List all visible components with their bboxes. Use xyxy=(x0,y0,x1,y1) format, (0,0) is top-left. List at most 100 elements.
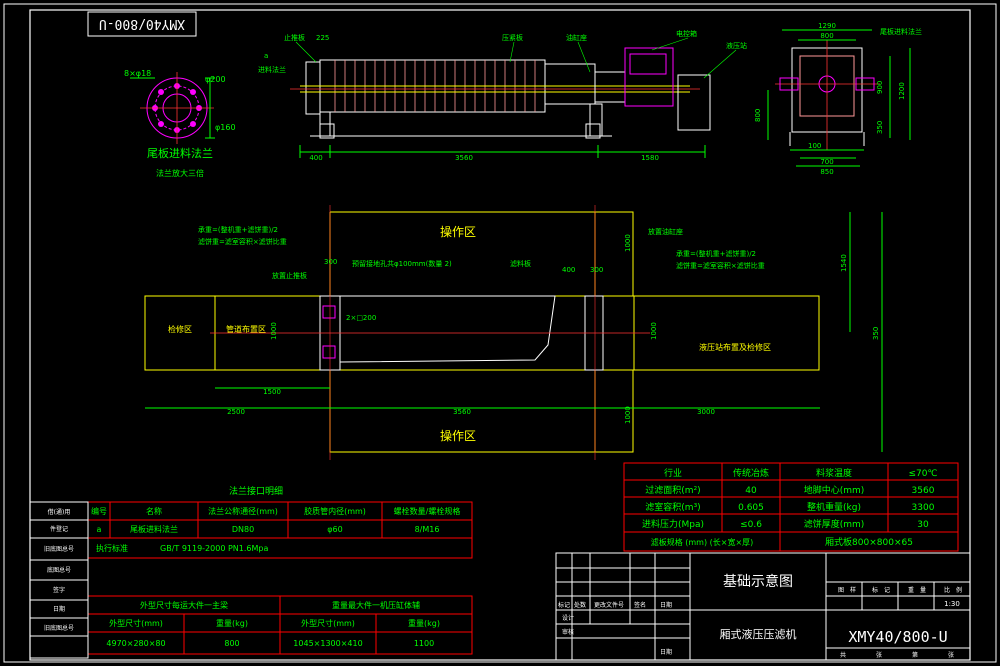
flange-pcd-label: φ160 xyxy=(215,123,236,132)
title-scale: 1:30 xyxy=(944,600,960,608)
svg-text:GB/T 9119-2000 PN1.6Mpa: GB/T 9119-2000 PN1.6Mpa xyxy=(160,544,268,553)
plan-d1500: 1500 xyxy=(263,388,281,396)
plan-d2500: 2500 xyxy=(227,408,245,416)
plan-view: 操作区 操作区 检修区 管道布置区 液压站布置及检修区 滤料板 承重=(整机重+… xyxy=(144,205,883,460)
title-block-text: 基础示意图 厢式液压压滤机 XMY40/800-U 1:30 图 样 标 记 重… xyxy=(558,573,962,659)
svg-text:过滤面积(m²): 过滤面积(m²) xyxy=(645,484,700,496)
svg-text:进料压力(Mpa): 进料压力(Mpa) xyxy=(642,518,704,530)
svg-text:标: 标 xyxy=(872,586,878,594)
svg-text:3560: 3560 xyxy=(912,486,935,496)
svg-text:张: 张 xyxy=(876,651,882,659)
code-box-text: XMY40/800-U xyxy=(99,16,185,31)
plan-embed: 预留接地孔共φ100mm(数量 2) xyxy=(352,259,452,268)
plan-pipe-area: 管道布置区 xyxy=(226,324,266,334)
svg-text:处数: 处数 xyxy=(574,601,586,609)
svg-text:DN80: DN80 xyxy=(232,525,254,534)
flange-title: 尾板进料法兰 xyxy=(147,146,213,160)
side-dim-b1: 100 xyxy=(808,142,821,150)
side-dim-top: 1290 xyxy=(818,22,836,30)
front-label-225: 225 xyxy=(316,34,329,42)
svg-text:借(通)用: 借(通)用 xyxy=(48,508,71,516)
svg-text:比: 比 xyxy=(944,586,950,594)
plan-d300b: 300 xyxy=(590,266,603,274)
flange-od-label: φ200 xyxy=(205,75,226,84)
svg-text:≤70℃: ≤70℃ xyxy=(908,469,937,479)
svg-text:φ60: φ60 xyxy=(327,525,342,534)
svg-text:签字: 签字 xyxy=(53,586,65,594)
svg-text:外型尺寸(mm): 外型尺寸(mm) xyxy=(301,618,355,628)
svg-text:≤0.6: ≤0.6 xyxy=(740,520,762,530)
left-strip-text: 借(通)用 件登记 旧底图总号 底图总号 签字 日期 旧底图总号 xyxy=(44,508,74,632)
svg-text:8/M16: 8/M16 xyxy=(415,525,440,534)
svg-text:重量最大件一机压缸体辅: 重量最大件一机压缸体辅 xyxy=(332,600,420,610)
svg-text:尾板进料法兰: 尾板进料法兰 xyxy=(130,524,178,534)
svg-text:法兰公称通径(mm): 法兰公称通径(mm) xyxy=(208,506,278,516)
svg-text:800: 800 xyxy=(224,639,239,648)
svg-text:地脚中心(mm): 地脚中心(mm) xyxy=(804,484,865,496)
svg-text:共: 共 xyxy=(840,651,846,659)
inner-frame xyxy=(29,9,971,661)
front-dim-1580: 1580 xyxy=(641,154,659,162)
svg-text:a: a xyxy=(97,525,102,534)
front-view: 400 3560 1580 a 进料法兰 止推板 225 压紧板 油缸座 电控箱… xyxy=(258,29,747,162)
svg-text:件登记: 件登记 xyxy=(50,525,68,533)
machine-name: 厢式液压压滤机 xyxy=(720,627,797,641)
svg-text:更改文件号: 更改文件号 xyxy=(594,601,624,609)
plan-d1000b: 1000 xyxy=(270,322,278,340)
svg-text:旧底图总号: 旧底图总号 xyxy=(44,545,74,553)
svg-text:编号: 编号 xyxy=(91,506,107,516)
side-dim-800: 800 xyxy=(754,109,762,122)
plan-stop-plate: 放置止推板 xyxy=(272,271,307,280)
spec-table-text: 行业 传统冶炼 料浆温度 ≤70℃ 过滤面积(m²) 40 地脚中心(mm) 3… xyxy=(642,467,938,548)
svg-text:量: 量 xyxy=(920,587,926,594)
plan-filter-plate: 滤料板 xyxy=(510,259,531,268)
side-dim-b2: 700 xyxy=(820,158,833,166)
spec-table xyxy=(623,462,959,552)
svg-text:1045×1300×410: 1045×1300×410 xyxy=(293,639,362,648)
svg-text:传统冶炼: 传统冶炼 xyxy=(733,467,769,479)
flange-table-title: 法兰接口明细 xyxy=(229,485,283,497)
svg-text:记: 记 xyxy=(884,587,890,594)
plan-note2a: 承重=(整机重+滤饼重)/2 xyxy=(676,249,756,258)
transport-table-text: 外型尺寸每运大件一主梁 重量最大件一机压缸体辅 外型尺寸(mm) 重量(kg) … xyxy=(106,600,440,648)
svg-text:图: 图 xyxy=(838,587,844,594)
svg-text:0.605: 0.605 xyxy=(738,503,764,513)
plan-d350: 350 xyxy=(872,327,880,340)
front-label-cyl: 油缸座 xyxy=(566,33,587,42)
svg-text:重量(kg): 重量(kg) xyxy=(408,618,440,628)
code-box xyxy=(87,11,197,37)
svg-text:样: 样 xyxy=(850,586,856,594)
svg-text:4970×280×80: 4970×280×80 xyxy=(106,639,165,648)
svg-text:外型尺寸每运大件一主梁: 外型尺寸每运大件一主梁 xyxy=(140,600,228,610)
svg-text:行业: 行业 xyxy=(664,467,682,479)
plan-hyd-area: 液压站布置及检修区 xyxy=(699,342,771,352)
svg-text:重量(kg): 重量(kg) xyxy=(216,618,248,628)
svg-text:第: 第 xyxy=(912,651,918,659)
plan-d1000c: 1000 xyxy=(650,322,658,340)
svg-text:整机重量(kg): 整机重量(kg) xyxy=(807,501,861,513)
svg-text:例: 例 xyxy=(956,586,962,594)
svg-text:日期: 日期 xyxy=(660,648,672,656)
side-label-outlet: 尾板进料法兰 xyxy=(880,27,922,36)
plan-op-top: 操作区 xyxy=(440,224,476,239)
plan-d1000a: 1000 xyxy=(624,234,632,252)
side-dim-350: 350 xyxy=(876,121,884,134)
flange-detail: 8×φ18 φ200 φ160 尾板进料法兰 法兰放大三倍 xyxy=(124,69,236,178)
svg-text:日期: 日期 xyxy=(53,605,65,613)
front-dim-400: 400 xyxy=(309,154,322,162)
svg-text:滤饼厚度(mm): 滤饼厚度(mm) xyxy=(804,518,865,530)
plan-slot: 2×□200 xyxy=(346,314,376,322)
flange-note: 法兰放大三倍 xyxy=(156,168,204,178)
side-dim-1200: 1200 xyxy=(898,82,906,100)
front-label-plate: 压紧板 xyxy=(502,33,523,42)
svg-text:设计: 设计 xyxy=(562,614,574,622)
svg-text:料浆温度: 料浆温度 xyxy=(816,467,852,479)
title-block xyxy=(555,552,971,661)
title-code: XMY40/800-U xyxy=(848,628,947,646)
flange-table-text: 编号 名称 法兰公称通径(mm) 胶质管内径(mm) 螺栓数量/螺栓规格 a 尾… xyxy=(91,506,460,553)
plan-note1b: 滤饼重=滤室容积×滤饼比重 xyxy=(198,237,287,246)
plan-op-bottom: 操作区 xyxy=(440,428,476,443)
side-dim-b3: 850 xyxy=(820,168,833,176)
svg-text:执行标准: 执行标准 xyxy=(96,543,128,553)
